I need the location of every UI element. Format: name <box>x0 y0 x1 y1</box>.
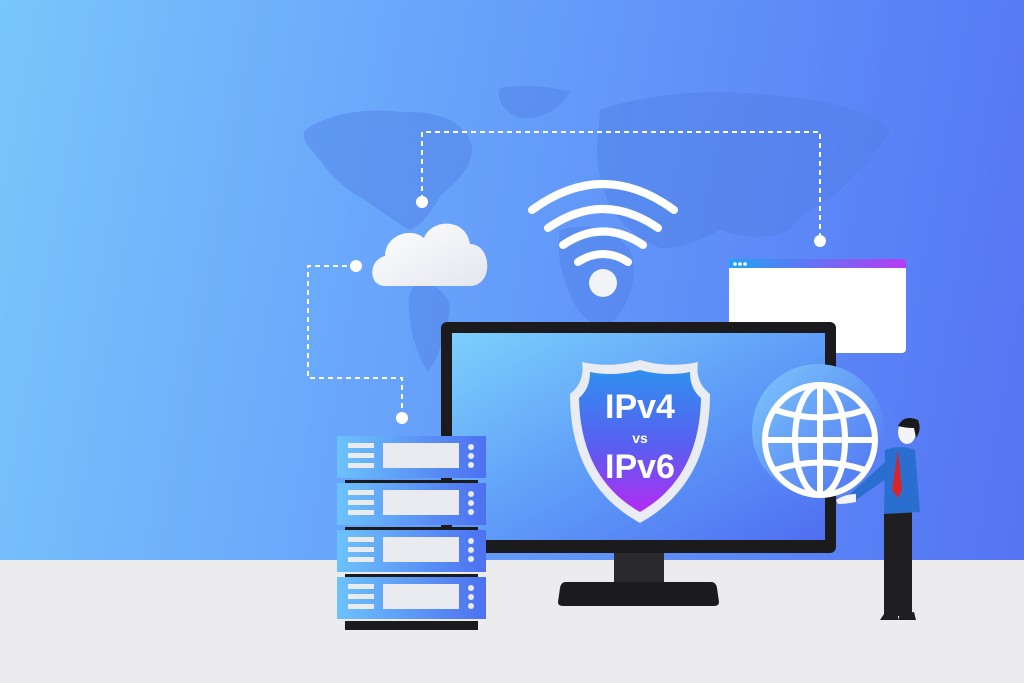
connection-nodes <box>350 196 826 424</box>
server-unit <box>337 436 486 489</box>
floor <box>0 560 1024 683</box>
shield-label-vs: vs <box>632 430 648 446</box>
globe-icon <box>752 364 884 498</box>
person-figure <box>836 418 920 620</box>
server-unit <box>337 577 486 630</box>
server-unit <box>337 530 486 583</box>
wifi-dot <box>589 269 617 297</box>
wifi-icon <box>528 180 678 266</box>
shield-label-ipv6: IPv6 <box>605 448 675 486</box>
server-unit <box>337 483 486 536</box>
cloud-icon <box>372 223 488 286</box>
connection-lines <box>307 131 821 416</box>
shield-icon <box>570 360 710 523</box>
server-rack-icon <box>337 436 486 630</box>
shield-label-ipv4: IPv4 <box>605 388 675 426</box>
